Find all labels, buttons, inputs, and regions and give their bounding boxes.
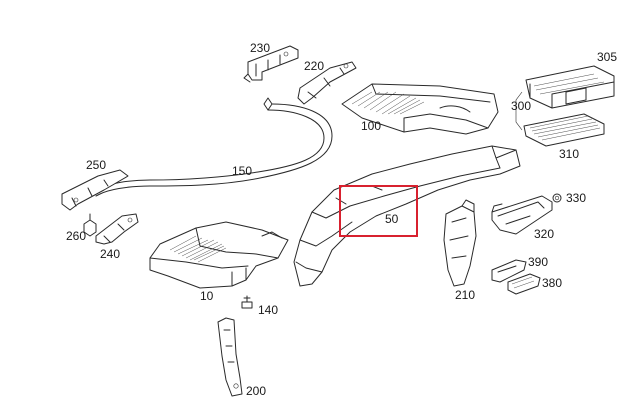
part-label-50[interactable]: 50 (385, 212, 399, 226)
part-210-bracket[interactable] (443, 199, 477, 287)
part-305-filter-housing[interactable] (525, 65, 615, 109)
part-label-150[interactable]: 150 (232, 164, 253, 178)
part-100-cover[interactable] (341, 83, 499, 135)
part-label-330[interactable]: 330 (566, 191, 587, 205)
part-label-10[interactable]: 10 (200, 289, 214, 303)
part-label-220[interactable]: 220 (304, 59, 325, 73)
part-230-bracket[interactable] (243, 45, 299, 83)
part-label-210[interactable]: 210 (455, 288, 476, 302)
part-label-310[interactable]: 310 (559, 147, 580, 161)
part-label-140[interactable]: 140 (258, 303, 279, 317)
part-330-clip[interactable] (552, 193, 562, 203)
part-label-390[interactable]: 390 (528, 255, 549, 269)
part-label-250[interactable]: 250 (86, 158, 107, 172)
part-10-side-panel[interactable] (149, 221, 289, 289)
part-label-240[interactable]: 240 (100, 247, 121, 261)
part-label-200[interactable]: 200 (246, 384, 267, 398)
part-140-clip[interactable] (241, 295, 253, 309)
part-250-bracket[interactable] (61, 169, 129, 211)
part-260-nut[interactable] (83, 213, 97, 237)
part-240-bracket[interactable] (95, 213, 139, 245)
label-300-bracket (515, 91, 523, 131)
part-380-module[interactable] (507, 273, 541, 295)
part-label-260[interactable]: 260 (66, 229, 87, 243)
part-200-bracket[interactable] (217, 317, 243, 397)
part-label-230[interactable]: 230 (250, 41, 271, 55)
part-label-305[interactable]: 305 (597, 50, 618, 64)
part-label-380[interactable]: 380 (542, 276, 563, 290)
part-label-320[interactable]: 320 (534, 227, 555, 241)
part-320-holder[interactable] (491, 195, 553, 235)
part-220-bracket[interactable] (297, 61, 357, 105)
part-390-bracket[interactable] (491, 259, 527, 283)
part-310-filter-insert[interactable] (523, 113, 605, 147)
part-50-duct[interactable] (293, 145, 521, 287)
part-150-cable[interactable] (95, 97, 333, 197)
highlight-box-part-50 (339, 185, 418, 237)
part-label-100[interactable]: 100 (361, 119, 382, 133)
part-label-300[interactable]: 300 (511, 99, 532, 113)
